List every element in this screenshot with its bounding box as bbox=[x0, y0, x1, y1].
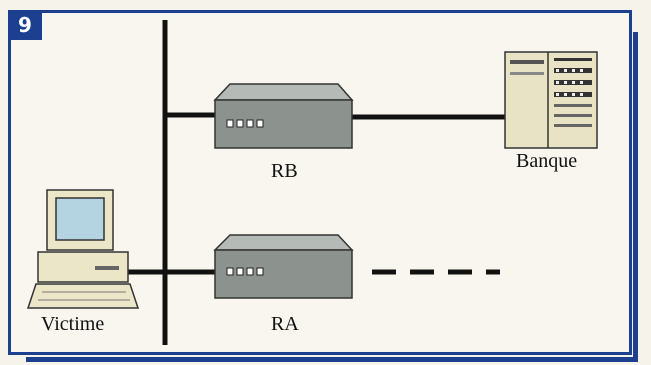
bank-label: Banque bbox=[516, 150, 577, 173]
router-rb-label: RB bbox=[271, 160, 298, 183]
router-ra-label: RA bbox=[271, 313, 299, 336]
bank-server-icon bbox=[505, 52, 597, 148]
router-ra-icon bbox=[215, 235, 352, 298]
victim-computer-icon bbox=[28, 190, 138, 308]
router-rb-icon bbox=[215, 84, 352, 148]
victim-label: Victime bbox=[41, 313, 104, 336]
